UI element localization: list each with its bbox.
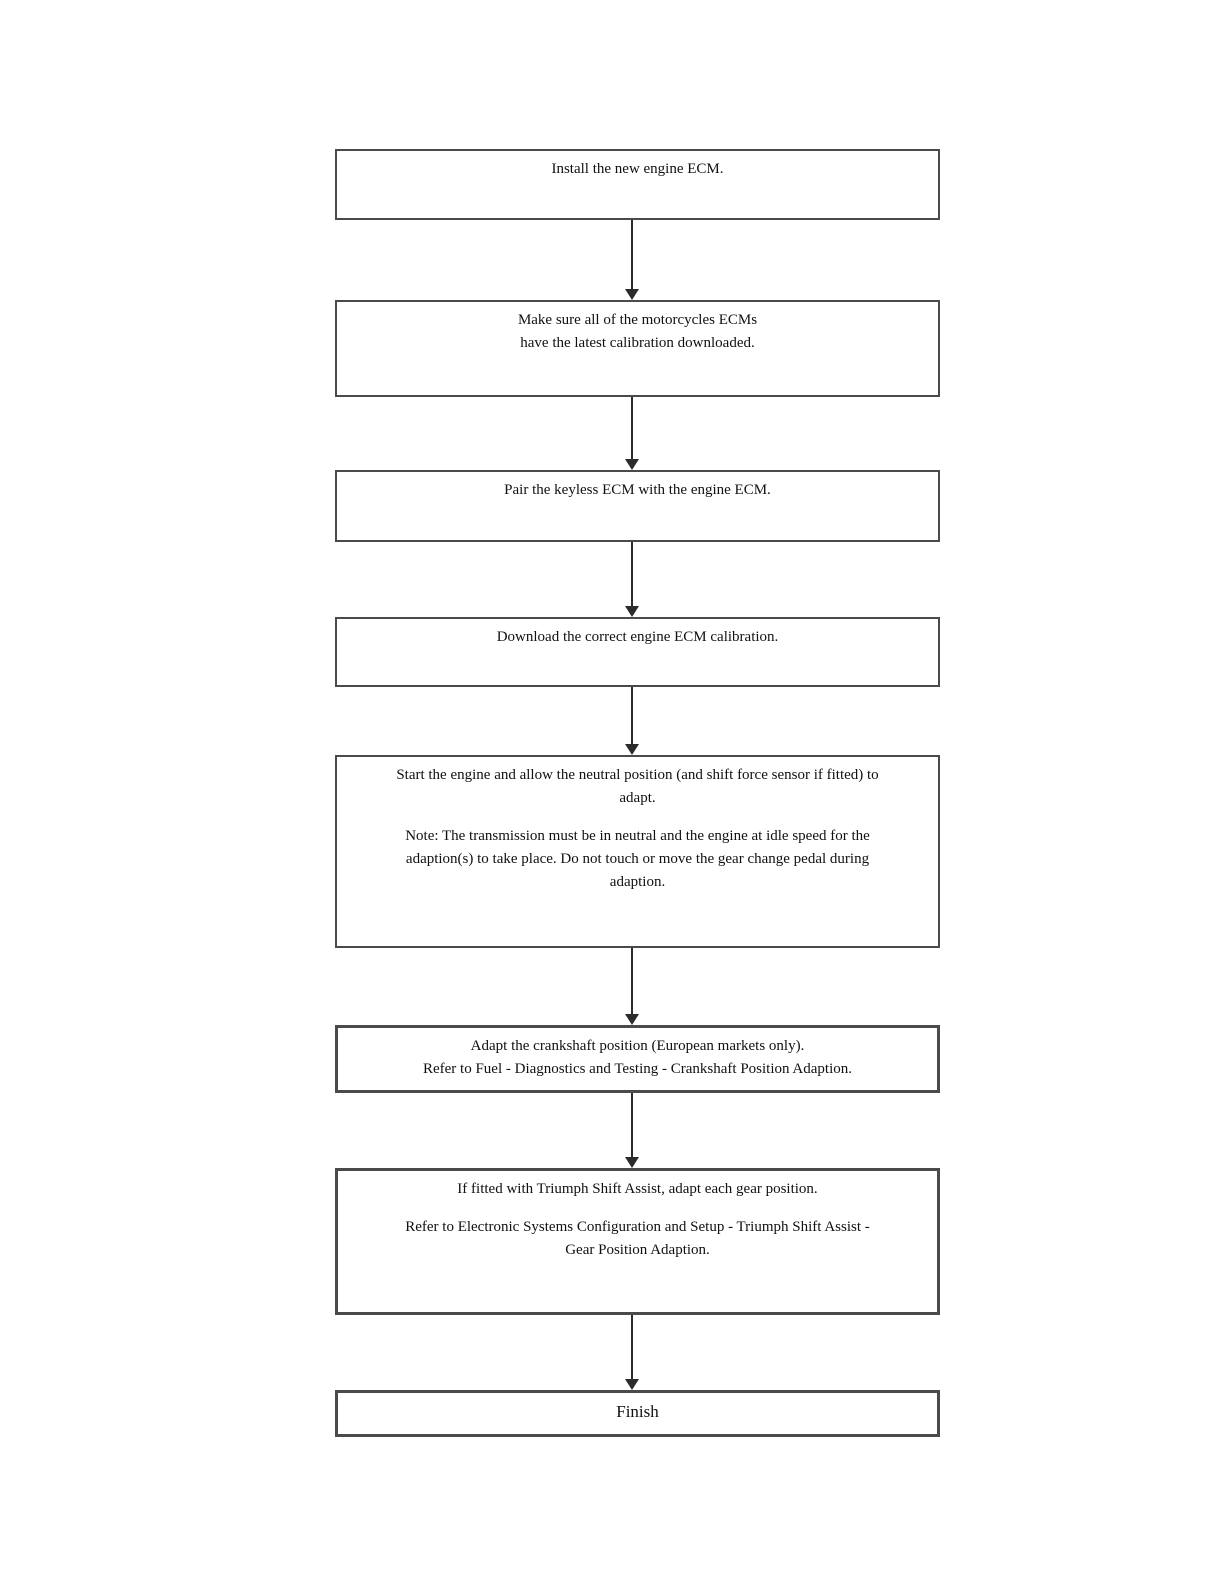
node-text: Adapt the crankshaft position (European … — [422, 1038, 853, 1077]
node-text: Install the new engine ECM. — [551, 161, 724, 177]
node-text: If fitted with Triumph Shift Assist, ada… — [457, 1181, 818, 1197]
flow-node-pair-keyless-ecm: Pair the keyless ECM with the engine ECM… — [335, 470, 940, 542]
arrow-down-icon — [625, 1315, 639, 1390]
arrow-stem — [631, 542, 633, 608]
arrow-head — [625, 1014, 639, 1025]
arrow-stem — [631, 948, 633, 1016]
node-text: Pair the keyless ECM with the engine ECM… — [504, 482, 771, 498]
arrow-head — [625, 289, 639, 300]
node-text: Start the engine and allow the neutral p… — [396, 767, 879, 806]
node-text: Make sure all of the motorcycles ECMs ha… — [517, 312, 758, 351]
arrow-stem — [631, 687, 633, 746]
arrow-head — [625, 1157, 639, 1168]
node-refer-text: Refer to Electronic Systems Configuratio… — [405, 1219, 870, 1258]
flow-node-download-calibration: Download the correct engine ECM calibrat… — [335, 617, 940, 687]
arrow-down-icon — [625, 948, 639, 1025]
arrow-head — [625, 1379, 639, 1390]
flow-node-neutral-adaption: Start the engine and allow the neutral p… — [335, 755, 940, 948]
flow-node-crankshaft-adaption: Adapt the crankshaft position (European … — [335, 1025, 940, 1093]
arrow-stem — [631, 1315, 633, 1381]
flow-node-calibration-check: Make sure all of the motorcycles ECMs ha… — [335, 300, 940, 397]
arrow-head — [625, 459, 639, 470]
arrow-head — [625, 744, 639, 755]
arrow-head — [625, 606, 639, 617]
arrow-down-icon — [625, 687, 639, 755]
arrow-down-icon — [625, 220, 639, 300]
arrow-stem — [631, 397, 633, 461]
arrow-stem — [631, 1093, 633, 1159]
node-note-text: Note: The transmission must be in neutra… — [405, 828, 870, 890]
node-text: Finish — [616, 1402, 659, 1421]
arrow-down-icon — [625, 542, 639, 617]
arrow-down-icon — [625, 1093, 639, 1168]
node-text: Download the correct engine ECM calibrat… — [496, 629, 779, 645]
flow-node-install-ecm: Install the new engine ECM. — [335, 149, 940, 220]
arrow-down-icon — [625, 397, 639, 470]
flow-node-shift-assist-adaption: If fitted with Triumph Shift Assist, ada… — [335, 1168, 940, 1315]
flow-node-finish: Finish — [335, 1390, 940, 1437]
arrow-stem — [631, 220, 633, 291]
